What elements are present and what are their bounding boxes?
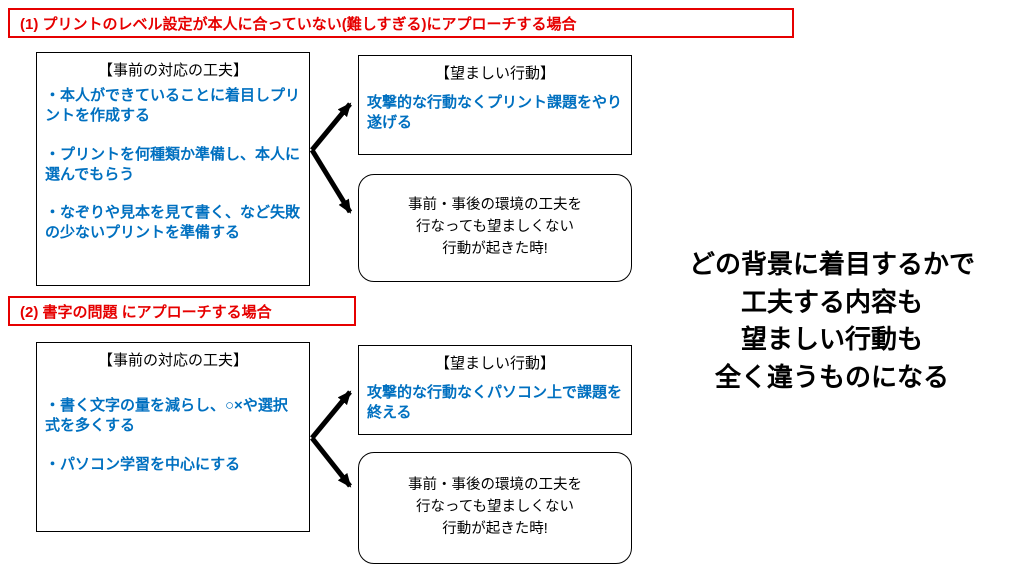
side-note-line-3: 望ましい行動も: [740, 324, 923, 355]
section1-desired-box: 【望ましい行動】 攻撃的な行動なくプリント課題をやり遂げる: [358, 55, 632, 155]
section2-fallback-line-2: 行なっても望ましくない: [415, 499, 575, 516]
side-note-line-1: どの背景に着目するかで: [688, 249, 975, 279]
section1-precautions-heading: 【事前の対応の工夫】: [97, 62, 248, 79]
section1-fallback-line-2: 行なっても望ましくない: [415, 219, 575, 236]
section1-desired-text: 攻撃的な行動なくプリント課題をやり遂げる: [367, 94, 623, 132]
section2-fallback-line-3: 行動が起きた時!: [442, 520, 548, 537]
side-note-line-2: 工夫する内容も: [740, 286, 923, 317]
section1-bullet-1: ・本人ができていることに着目しプリントを作成する: [45, 87, 301, 125]
section1-fallback-line-3: 行動が起きた時!: [442, 240, 548, 257]
arrow-section2-to-desired: [310, 390, 352, 440]
section2-desired-heading: 【望ましい行動】: [434, 355, 555, 372]
section2-fallback-line-1: 事前・事後の環境の工夫を: [408, 477, 582, 494]
side-note-line-4: 全く違うものになる: [714, 362, 949, 393]
section1-fallback-line-1: 事前・事後の環境の工夫を: [408, 197, 582, 214]
section2-bullet-1: ・書く文字の量を減らし、○×や選択式を多くする: [45, 397, 288, 435]
arrow-section2-to-fallback: [310, 436, 352, 488]
section2-fallback-box: 事前・事後の環境の工夫を 行なっても望ましくない 行動が起きた時!: [358, 452, 632, 564]
section2-precautions-box: 【事前の対応の工夫】 ・書く文字の量を減らし、○×や選択式を多くする ・パソコン…: [36, 342, 310, 532]
section2-desired-text: 攻撃的な行動なくパソコン上で課題を終える: [367, 384, 623, 422]
arrow-section1-to-desired: [310, 102, 352, 152]
side-note: どの背景に着目するかで 工夫する内容も 望ましい行動も 全く違うものになる: [640, 246, 1024, 397]
section2-desired-box: 【望ましい行動】 攻撃的な行動なくパソコン上で課題を終える: [358, 345, 632, 435]
section2-precautions-heading: 【事前の対応の工夫】: [97, 352, 248, 369]
section1-bullet-3: ・なぞりや見本を見て書く、など失敗の少ないプリントを準備する: [45, 204, 301, 242]
section1-fallback-box: 事前・事後の環境の工夫を 行なっても望ましくない 行動が起きた時!: [358, 174, 632, 282]
section2-title: (2) 書字の問題 にアプローチする場合: [8, 296, 356, 326]
section2-bullet-2: ・パソコン学習を中心にする: [45, 455, 241, 473]
section1-desired-heading: 【望ましい行動】: [434, 65, 555, 82]
section1-precautions-box: 【事前の対応の工夫】 ・本人ができていることに着目しプリントを作成する ・プリン…: [36, 52, 310, 286]
arrow-section1-to-fallback: [309, 148, 353, 214]
section1-title: (1) プリントのレベル設定が本人に合っていない(難しすぎる)にアプローチする場…: [8, 8, 794, 38]
section1-bullet-2: ・プリントを何種類か準備し、本人に選んでもらう: [45, 145, 301, 183]
